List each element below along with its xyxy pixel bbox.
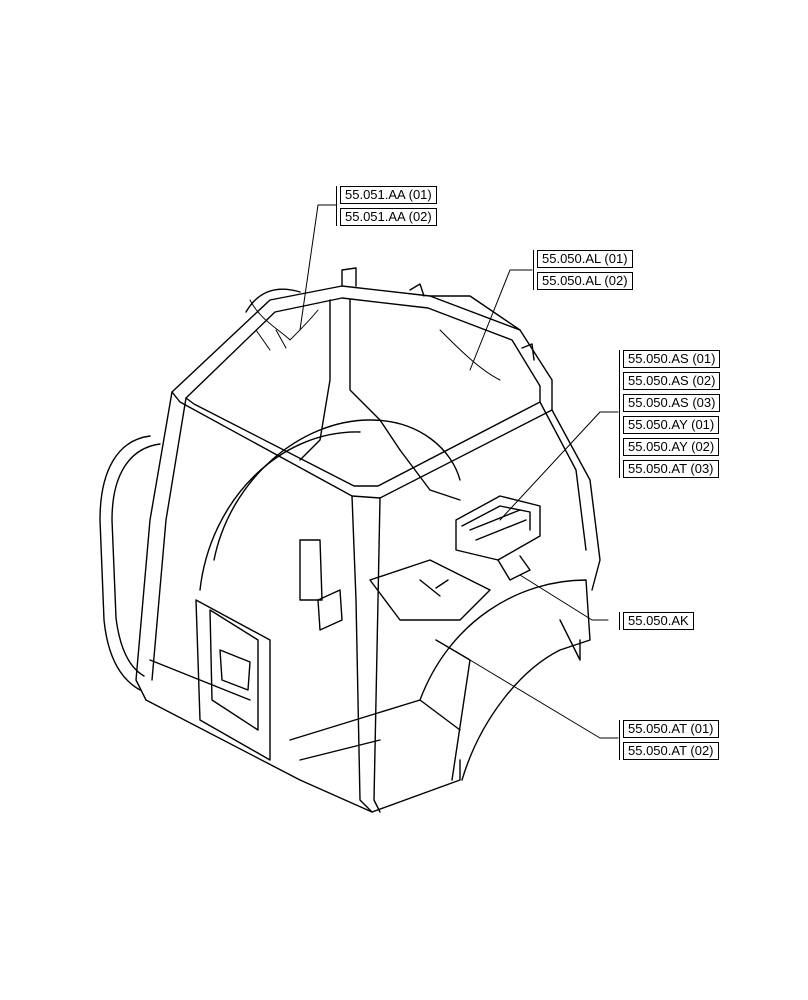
part-reference-label[interactable]: 55.050.AT (02) xyxy=(623,742,719,760)
rear-structure xyxy=(299,299,461,501)
seat-base xyxy=(299,539,491,631)
part-reference-label[interactable]: 55.050.AT (01) xyxy=(623,720,719,738)
part-reference-label[interactable]: 55.050.AL (01) xyxy=(537,250,633,268)
roof-harness xyxy=(249,299,501,381)
callout-bracket xyxy=(619,720,620,760)
front-pillars xyxy=(135,391,601,813)
part-reference-label[interactable]: 55.051.AA (02) xyxy=(340,208,437,226)
part-reference-label[interactable]: 55.050.AT (03) xyxy=(623,460,719,478)
control-module xyxy=(455,495,541,581)
part-reference-label[interactable]: 55.050.AY (01) xyxy=(623,416,720,434)
leader-lines xyxy=(299,204,619,739)
left-door-rail xyxy=(99,435,151,691)
part-reference-label[interactable]: 55.050.AS (03) xyxy=(623,394,721,412)
callout-bracket xyxy=(533,250,534,290)
callout-bracket xyxy=(336,186,337,226)
front-console xyxy=(195,599,271,761)
part-reference-label[interactable]: 55.050.AS (01) xyxy=(623,350,721,368)
cab-floor xyxy=(145,659,461,813)
callout-bracket xyxy=(619,612,620,630)
part-reference-label[interactable]: 55.051.AA (01) xyxy=(340,186,437,204)
roof-frame xyxy=(171,267,553,499)
part-reference-label[interactable]: 55.050.AY (02) xyxy=(623,438,720,456)
part-reference-label[interactable]: 55.050.AS (02) xyxy=(623,372,721,390)
part-reference-label[interactable]: 55.050.AK xyxy=(623,612,694,630)
callout-bracket xyxy=(619,350,620,478)
part-reference-label[interactable]: 55.050.AL (02) xyxy=(537,272,633,290)
